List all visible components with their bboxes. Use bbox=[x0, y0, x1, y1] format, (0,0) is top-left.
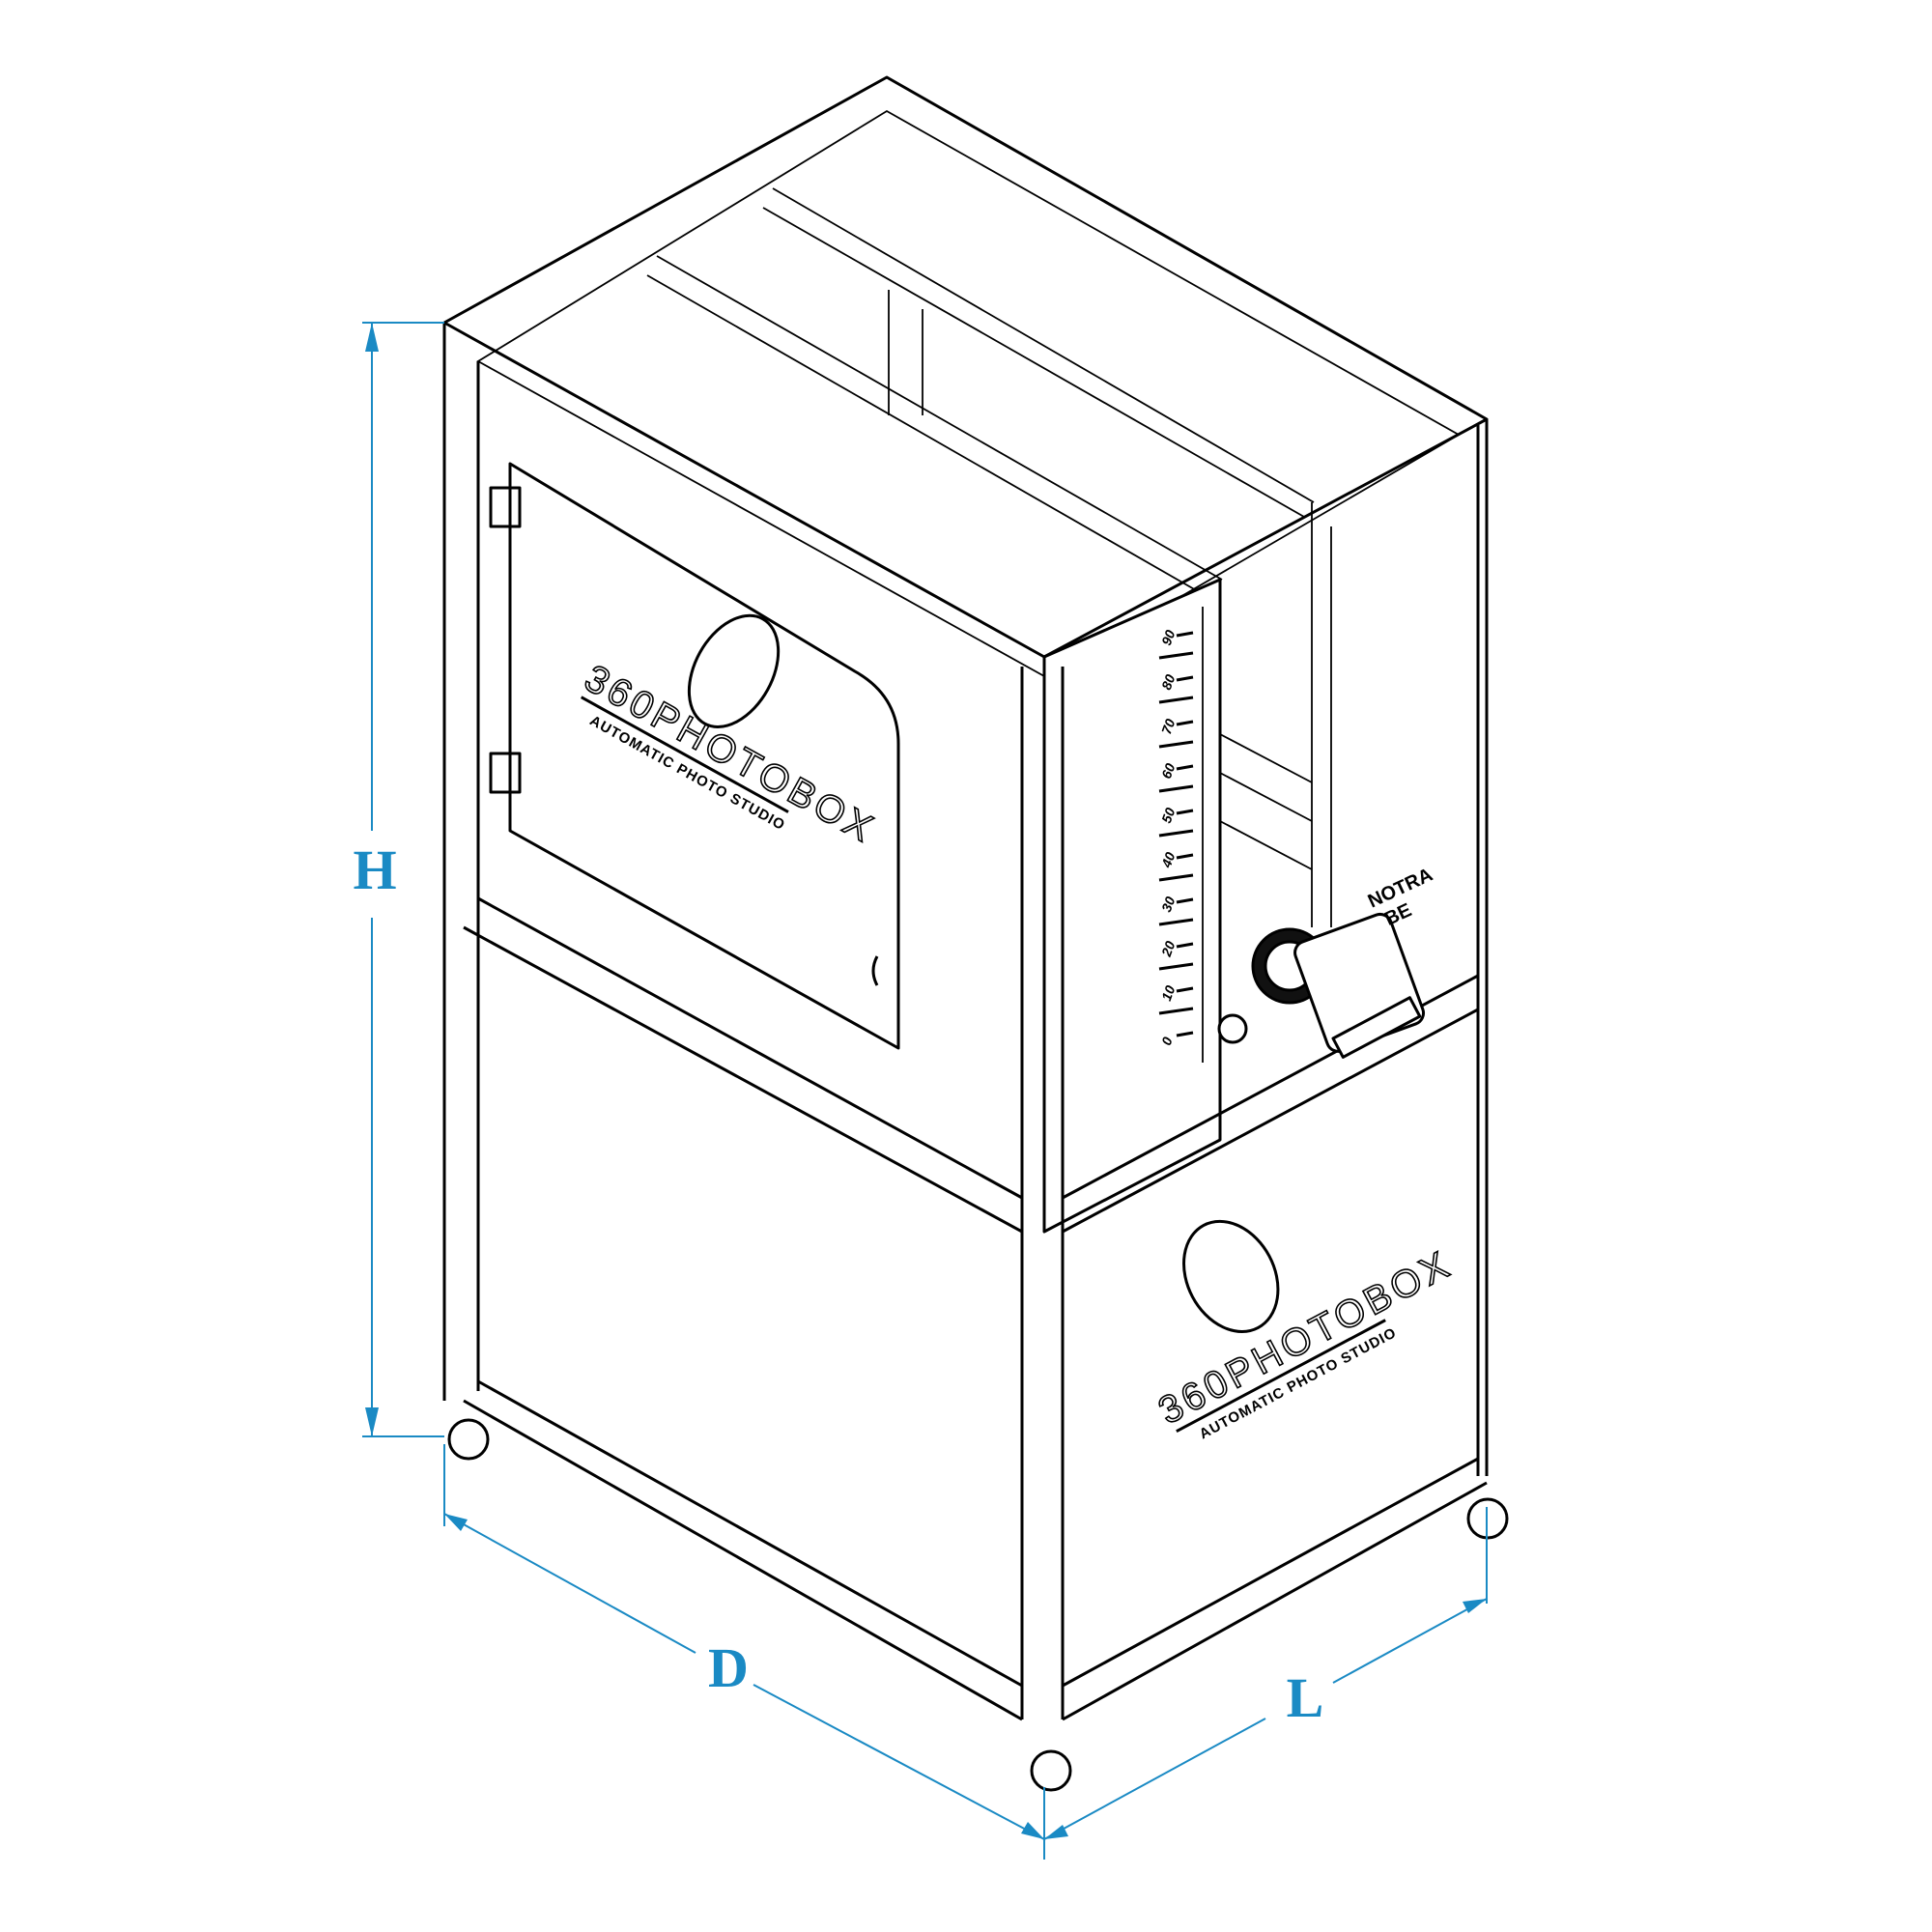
scale-minor-tick bbox=[1158, 829, 1194, 838]
dimension-lines: H D L bbox=[353, 322, 1488, 1860]
scale-minor-tick bbox=[1158, 962, 1194, 971]
length-dimension bbox=[1043, 1718, 1266, 1840]
depth-dimension bbox=[443, 1513, 696, 1654]
scale-label: 10 bbox=[1158, 983, 1178, 1003]
scale-minor-tick bbox=[1158, 873, 1194, 882]
scale-tick bbox=[1176, 675, 1194, 682]
door[interactable] bbox=[489, 462, 900, 1050]
side-logo: 360PHOTOBOX AUTOMATIC PHOTO STUDIO bbox=[1151, 1219, 1460, 1442]
scale-tick bbox=[1176, 853, 1194, 860]
scale-label: 80 bbox=[1158, 672, 1178, 692]
scale-tick bbox=[1176, 764, 1194, 771]
top-frame bbox=[442, 75, 1489, 678]
scale-tick bbox=[1176, 942, 1194, 949]
scale-minor-tick bbox=[1158, 696, 1194, 704]
scale-label: 40 bbox=[1158, 850, 1179, 870]
scale-label: 70 bbox=[1158, 717, 1178, 736]
scale-label: 20 bbox=[1158, 939, 1179, 959]
door-logo: 360PHOTOBOX AUTOMATIC PHOTO STUDIO bbox=[577, 613, 883, 852]
logo-title: 360PHOTOBOX bbox=[578, 657, 883, 852]
scale-label: 90 bbox=[1158, 628, 1178, 647]
scale-minor-tick bbox=[1158, 784, 1194, 793]
scale-tick bbox=[1176, 1031, 1194, 1037]
depth-label: D bbox=[708, 1636, 749, 1699]
hinge-icon bbox=[489, 486, 522, 528]
scale-tick bbox=[1176, 986, 1194, 993]
height-label: H bbox=[353, 838, 396, 901]
length-label: L bbox=[1287, 1666, 1324, 1729]
scale-label: 60 bbox=[1158, 761, 1178, 781]
scale-tick bbox=[1176, 809, 1194, 815]
scale-tick bbox=[1176, 631, 1194, 638]
logo-title: 360PHOTOBOX bbox=[1151, 1242, 1459, 1433]
scale-minor-tick bbox=[1158, 1007, 1194, 1015]
scale-label: 50 bbox=[1158, 806, 1178, 825]
scale-label: 30 bbox=[1158, 895, 1178, 914]
scale-tick bbox=[1176, 897, 1194, 904]
frame-posts bbox=[442, 323, 1489, 1721]
scale-minor-tick bbox=[1158, 918, 1194, 926]
camera-icon bbox=[1217, 912, 1426, 1059]
logo-360-icon bbox=[1182, 1219, 1280, 1333]
scale-tick bbox=[1176, 720, 1194, 726]
hinge-icon bbox=[489, 752, 522, 794]
scale-minor-tick bbox=[1158, 651, 1194, 660]
caster-wheel-icon bbox=[447, 1418, 490, 1461]
door-handle-icon[interactable] bbox=[871, 955, 879, 986]
caster-wheel-icon bbox=[1030, 1749, 1072, 1792]
scale-minor-tick bbox=[1158, 740, 1194, 749]
upper-enclosure bbox=[1042, 502, 1332, 1234]
logo-360-icon bbox=[687, 613, 781, 728]
